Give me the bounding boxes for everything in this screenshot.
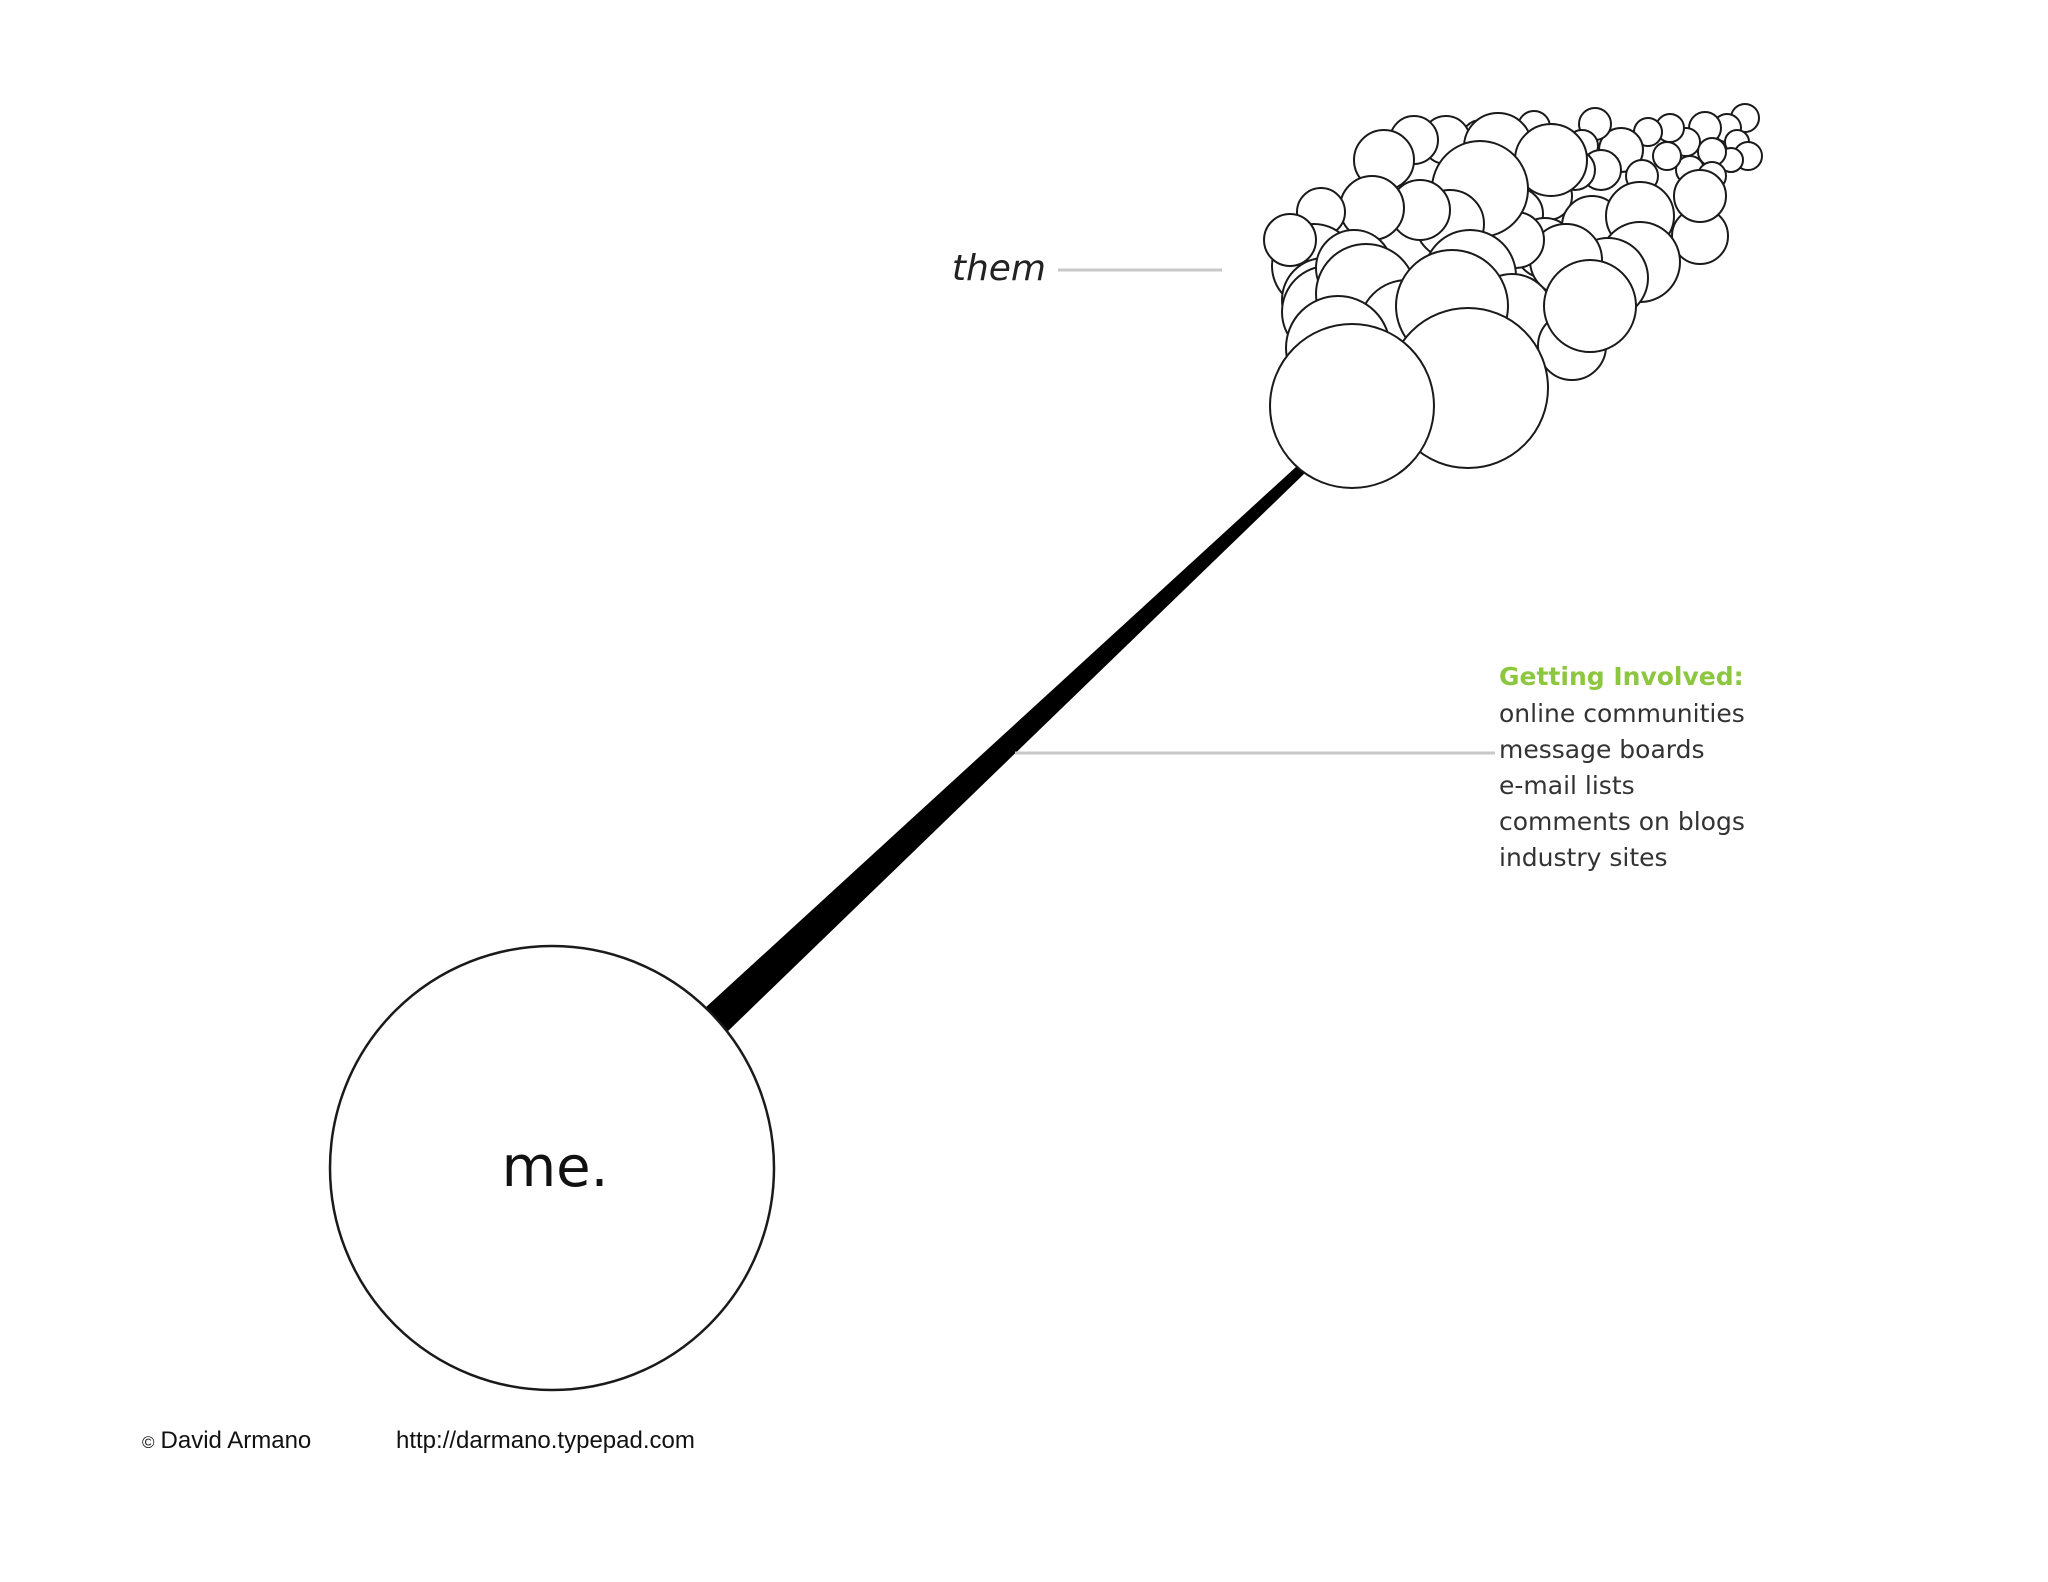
callout-title: Getting Involved: <box>1499 662 1744 691</box>
callout-item: industry sites <box>1499 843 1668 872</box>
author-name: David Armano <box>160 1427 312 1454</box>
them-bubble <box>1652 141 1682 171</box>
them-label: them <box>952 248 1046 289</box>
getting-involved-callout: Getting Involved: online communities mes… <box>1499 662 1745 872</box>
callout-item: message boards <box>1499 735 1705 764</box>
them-bubble-cluster <box>1263 103 1763 489</box>
me-label: me. <box>502 1135 609 1200</box>
them-bubble <box>1673 169 1727 223</box>
author-url[interactable]: http://darmano.typepad.com <box>396 1427 695 1454</box>
them-bubble <box>1543 259 1637 353</box>
them-bubble <box>1263 213 1317 267</box>
them-bubble <box>1269 323 1435 489</box>
me-node: me. <box>328 944 776 1392</box>
callout-item: e-mail lists <box>1499 771 1635 800</box>
callout-item: comments on blogs <box>1499 807 1745 836</box>
copyright-symbol: © <box>142 1433 155 1452</box>
connector-line <box>705 466 1306 1032</box>
copyright-notice: © David Armano <box>142 1427 311 1455</box>
callout-item: online communities <box>1499 699 1745 728</box>
